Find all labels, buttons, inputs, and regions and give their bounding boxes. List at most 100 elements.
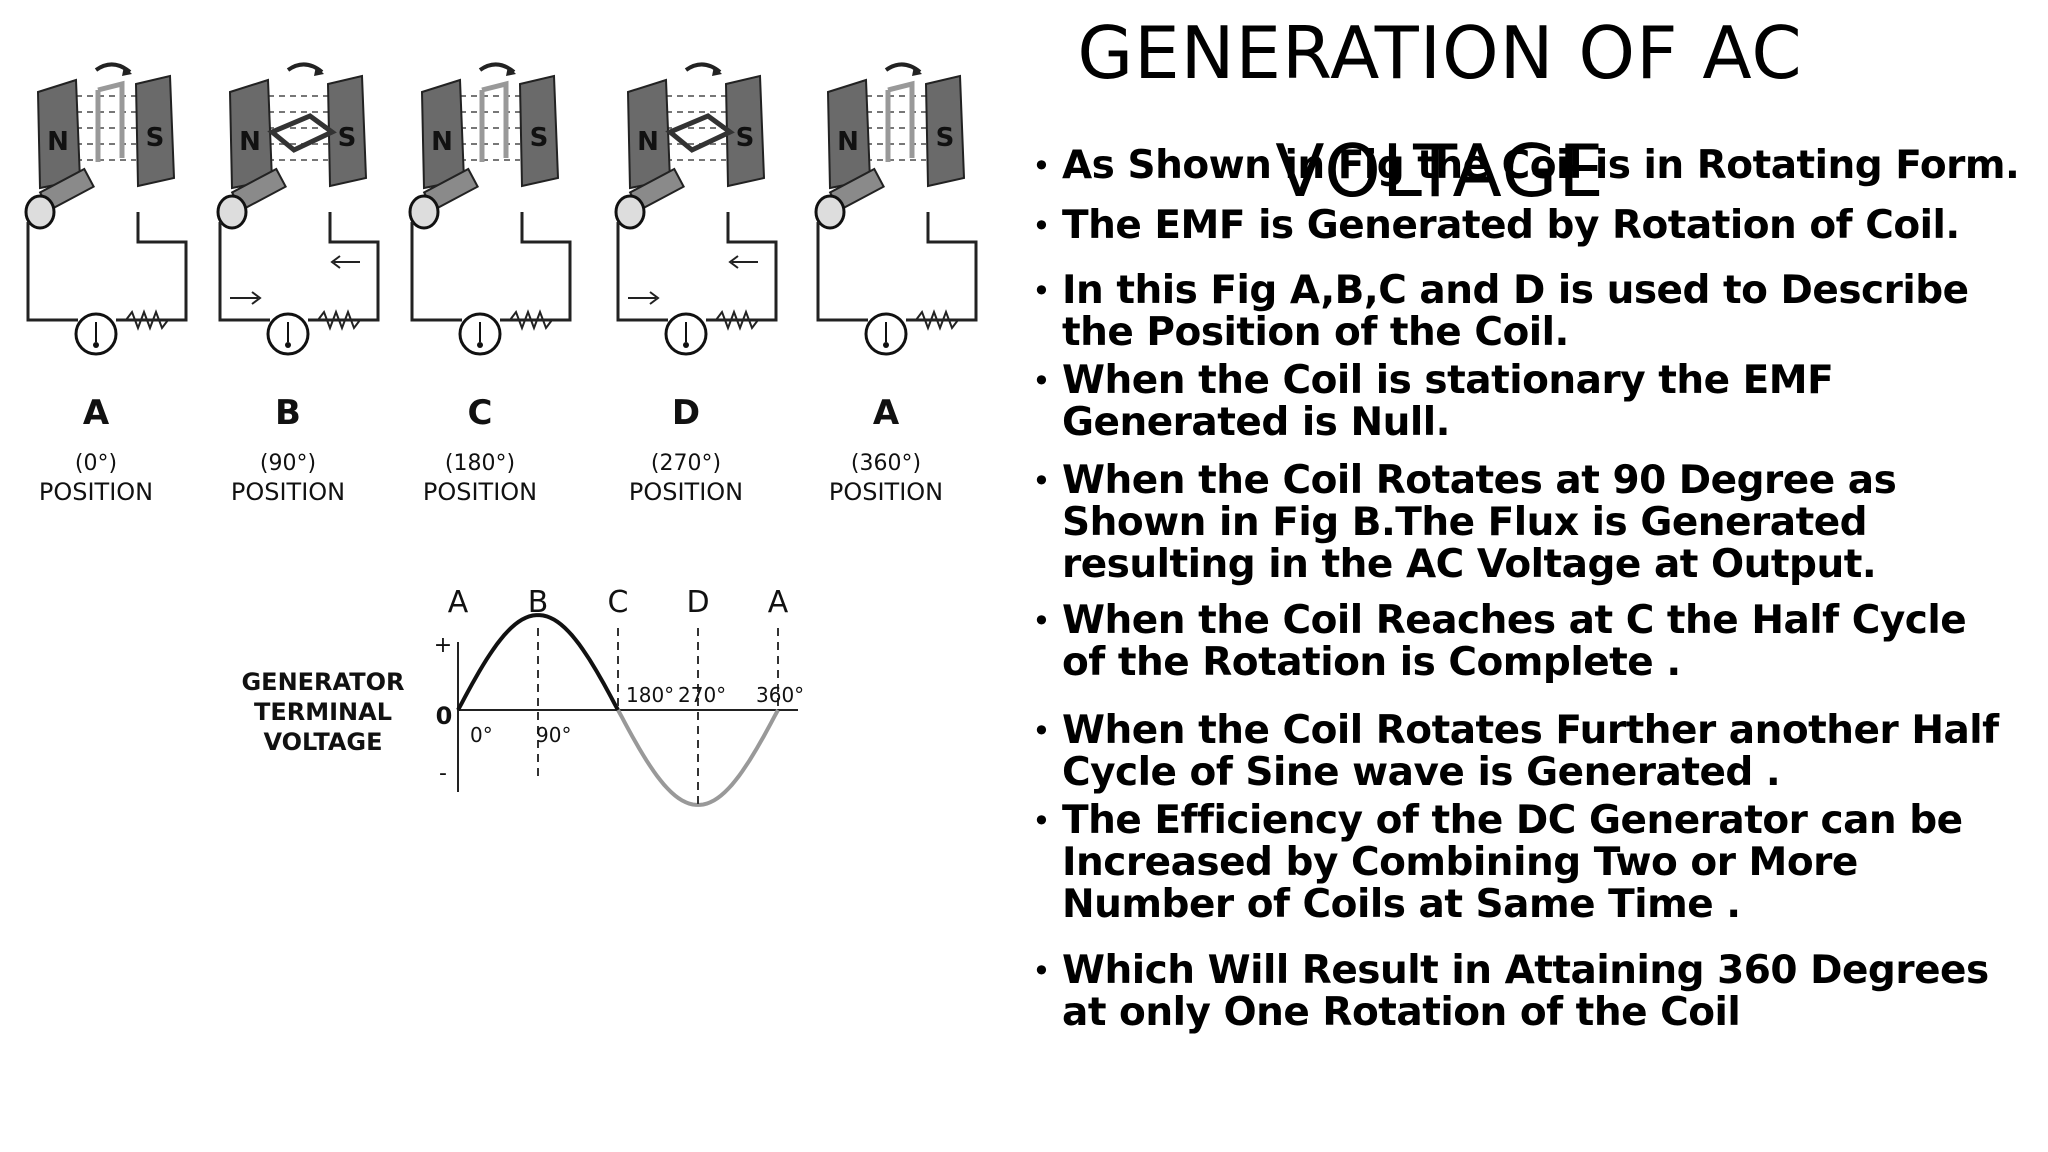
circuit-wire xyxy=(410,212,572,322)
coil-loop-icon xyxy=(95,80,125,162)
bullet-dot-icon: • xyxy=(1032,712,1051,750)
bullet-text: When the Coil Reaches at C the Half Cycl… xyxy=(1062,598,1967,685)
coil-loop-icon xyxy=(665,113,735,153)
bullet-dot-icon: • xyxy=(1032,362,1051,400)
bullet-dot-icon: • xyxy=(1032,952,1051,990)
slip-ring-icon xyxy=(24,194,56,230)
meter-pivot-icon xyxy=(683,342,689,348)
north-label: N xyxy=(637,127,659,157)
bullet-text: The EMF is Generated by Rotation of Coil… xyxy=(1062,203,1960,248)
south-magnet-icon xyxy=(724,74,766,188)
south-magnet-icon xyxy=(924,74,966,188)
waveform-angle-label: 180° xyxy=(626,683,674,707)
position-angle: (90°) xyxy=(260,451,316,476)
rotation-arrow-head-icon xyxy=(912,66,922,76)
rotation-arrow-head-icon xyxy=(712,66,722,76)
coil-loop-icon xyxy=(479,80,509,162)
resistor-icon xyxy=(125,309,169,331)
circuit-wire xyxy=(26,212,188,322)
waveform-plus-sign: + xyxy=(434,633,452,658)
meter-pivot-icon xyxy=(883,342,889,348)
south-label: S xyxy=(936,123,955,153)
slip-ring-icon xyxy=(814,194,846,230)
bullet-text: When the Coil Rotates at 90 Degree as Sh… xyxy=(1062,458,1897,587)
positive-half-cycle xyxy=(456,613,620,711)
rotation-arrow-head-icon xyxy=(314,66,324,76)
meter-pivot-icon xyxy=(285,342,291,348)
bullet-dot-icon: • xyxy=(1032,602,1051,640)
waveform-position-letter: A xyxy=(448,585,469,620)
bullet-item: •When the Coil is stationary the EMF Gen… xyxy=(1032,360,2022,444)
position-angle: (270°) xyxy=(651,451,721,476)
meter-pivot-icon xyxy=(477,342,483,348)
waveform-position-letter: B xyxy=(528,585,549,620)
bullet-dot-icon: • xyxy=(1032,802,1051,840)
waveform-zero-label: 0 xyxy=(436,702,453,730)
position-angle: (0°) xyxy=(75,451,117,476)
current-arrow-icon xyxy=(628,291,660,305)
bullet-item: • When the Coil Reaches at C the Half Cyc… xyxy=(1032,598,2022,685)
position-caption: POSITION xyxy=(829,478,943,506)
circuit-wire xyxy=(616,212,778,322)
bullet-item: •When the Coil Rotates Further another H… xyxy=(1032,710,2022,794)
waveform-angle-label: 270° xyxy=(678,683,726,707)
bullet-item: • As Shown in Fig the Coil is in Rotating… xyxy=(1032,143,2022,188)
bullet-text: The Efficiency of the DC Generator can b… xyxy=(1062,798,1963,927)
north-label: N xyxy=(239,127,261,157)
bullet-item: • The EMF is Generated by Rotation of Coi… xyxy=(1032,203,2022,248)
waveform-position-letter: A xyxy=(768,585,789,620)
waveform-angle-label: 90° xyxy=(536,723,571,747)
bullet-item: • When the Coil Rotates at 90 Degree as S… xyxy=(1032,458,2022,587)
slip-ring-icon xyxy=(614,194,646,230)
bullet-dot-icon: • xyxy=(1032,207,1051,245)
position-letter: A xyxy=(873,393,900,433)
waveform-label-line: GENERATOR xyxy=(241,668,404,696)
north-label: N xyxy=(431,127,453,157)
coil-loop-icon xyxy=(267,113,337,153)
bullet-dot-icon: • xyxy=(1032,462,1051,500)
position-letter: C xyxy=(468,393,493,433)
bullet-dot-icon: • xyxy=(1032,147,1051,185)
position-caption: POSITION xyxy=(423,478,537,506)
position-caption: POSITION xyxy=(629,478,743,506)
current-arrow-icon xyxy=(728,255,758,269)
waveform-position-letter: D xyxy=(686,585,709,620)
bullet-text: As Shown in Fig the Coil is in Rotating … xyxy=(1062,143,2020,188)
rotation-arrow-head-icon xyxy=(506,66,516,76)
waveform-angle-label: 360° xyxy=(756,683,804,707)
south-magnet-icon xyxy=(518,74,560,188)
bullet-text: In this Fig A,B,C and D is used to Descr… xyxy=(1062,268,1969,355)
waveform-label-line: TERMINAL xyxy=(254,698,392,726)
resistor-icon xyxy=(915,309,959,331)
circuit-wire xyxy=(816,212,978,322)
circuit-wire xyxy=(218,212,380,322)
resistor-icon xyxy=(715,309,759,331)
position-letter: D xyxy=(672,393,700,433)
bullet-text: Which Will Result in Attaining 360 Degre… xyxy=(1062,948,1989,1035)
waveform-label-line: VOLTAGE xyxy=(263,728,382,756)
resistor-icon xyxy=(509,309,553,331)
north-label: N xyxy=(837,127,859,157)
south-magnet-icon xyxy=(134,74,176,188)
bullet-item: • The Efficiency of the DC Generator can … xyxy=(1032,798,2022,927)
current-arrow-icon xyxy=(230,291,262,305)
coil-loop-icon xyxy=(885,80,915,162)
south-label: S xyxy=(146,123,165,153)
position-caption: POSITION xyxy=(231,478,345,506)
waveform-minus-sign: - xyxy=(439,761,447,786)
south-label: S xyxy=(530,123,549,153)
rotation-arrow-head-icon xyxy=(122,66,132,76)
resistor-icon xyxy=(317,309,361,331)
bullet-item: • Which Will Result in Attaining 360 Degr… xyxy=(1032,948,2022,1035)
slide-title: GENERATION OF AC VOLTAGE xyxy=(1077,11,1803,213)
position-letter: B xyxy=(275,393,301,433)
bullet-dot-icon: • xyxy=(1032,272,1051,310)
